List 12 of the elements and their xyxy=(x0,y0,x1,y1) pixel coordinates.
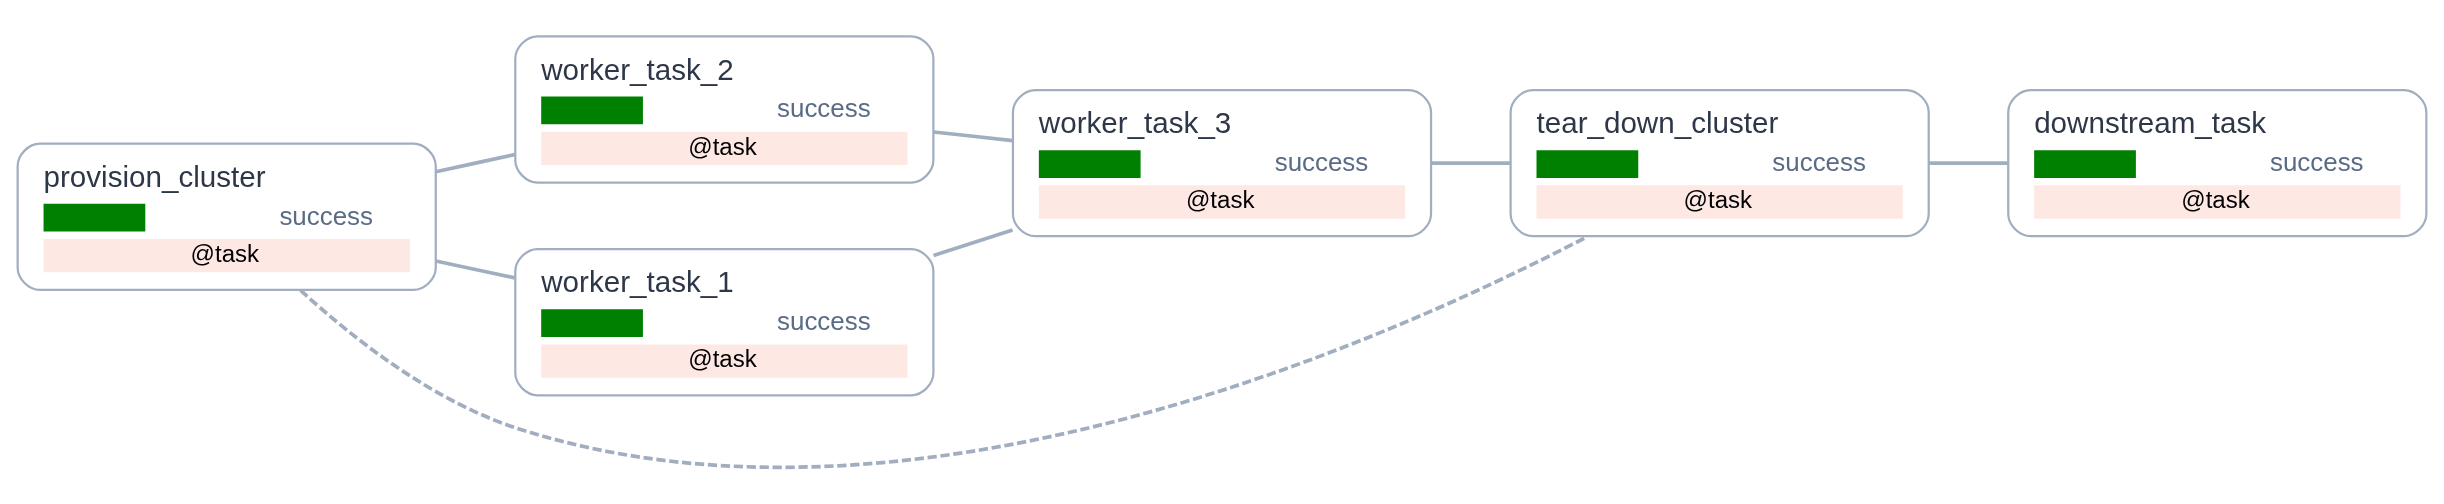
connector xyxy=(1928,161,2008,165)
connector xyxy=(933,130,1013,143)
node-box: worker_task_3 success @task xyxy=(1011,88,1433,238)
connector xyxy=(435,259,516,280)
connector xyxy=(435,152,516,174)
node-box: worker_task_2 success @task xyxy=(514,35,935,184)
connector xyxy=(932,228,1014,258)
node-box: provision_cluster success @task xyxy=(16,142,437,291)
node-box: tear_down_cluster success @task xyxy=(1509,88,1930,238)
connector xyxy=(1431,161,1511,165)
node-box: worker_task_1 success @task xyxy=(514,248,935,397)
node-box: downstream_task success @task xyxy=(2007,88,2428,238)
